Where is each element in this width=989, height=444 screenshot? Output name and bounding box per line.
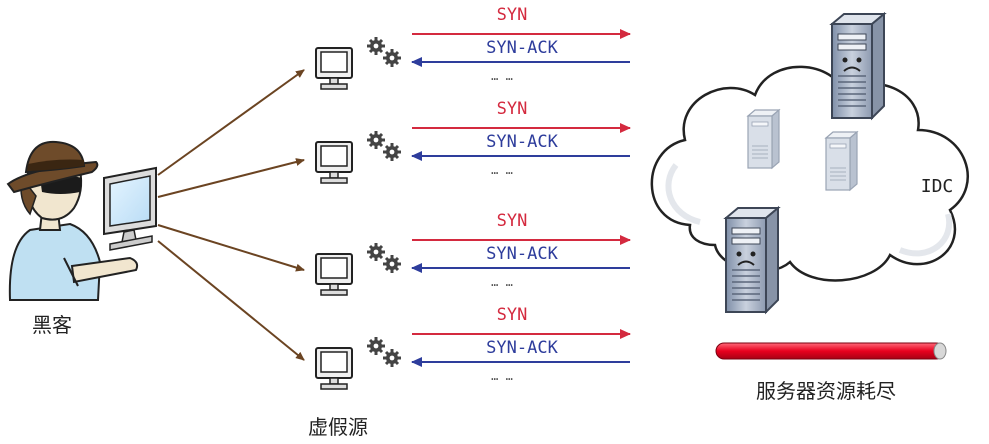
syn-label: SYN — [497, 211, 528, 231]
handshake-row: SYN SYN-ACK … … — [315, 211, 631, 296]
syn-label: SYN — [497, 5, 528, 25]
synack-label: SYN-ACK — [486, 338, 558, 358]
syn-label: SYN — [497, 305, 528, 325]
server-tower-icon — [825, 131, 858, 191]
resource-exhausted-bar — [715, 342, 947, 360]
attack-arrow-3 — [157, 224, 305, 272]
handshake-row: SYN SYN-ACK … … — [315, 99, 631, 184]
gear-icon — [365, 241, 403, 275]
server-tower-icon — [831, 13, 885, 119]
attack-arrows — [157, 69, 305, 361]
server-tower-icon — [725, 207, 779, 313]
hacker-label: 黑客 — [32, 313, 72, 337]
attack-arrow-1 — [157, 69, 305, 176]
fake-source-monitor-icon — [315, 347, 353, 390]
gear-icon — [365, 35, 403, 69]
synack-label: SYN-ACK — [486, 244, 558, 264]
more-packets-label: … … — [491, 369, 513, 383]
server-tower-icon — [747, 109, 780, 169]
fake-source-monitor-icon — [315, 141, 353, 184]
more-packets-label: … … — [491, 275, 513, 289]
synack-label: SYN-ACK — [486, 132, 558, 152]
monitor-icon — [103, 166, 157, 251]
datacenter-label: IDC — [921, 176, 954, 197]
handshake-row: SYN SYN-ACK … … — [315, 5, 631, 90]
gear-icon — [365, 335, 403, 369]
attack-arrow-4 — [157, 240, 305, 361]
syn-label: SYN — [497, 99, 528, 119]
fake-source-monitor-icon — [315, 47, 353, 90]
fake-sources-label: 虚假源 — [308, 415, 368, 439]
synack-label: SYN-ACK — [486, 38, 558, 58]
attack-arrow-2 — [157, 158, 305, 198]
more-packets-label: … … — [491, 69, 513, 83]
hacker-figure-icon — [6, 140, 139, 301]
handshake-row: SYN SYN-ACK … … — [315, 305, 631, 390]
cloud-icon — [650, 65, 969, 282]
fake-source-monitor-icon — [315, 253, 353, 296]
exhaustion-label: 服务器资源耗尽 — [756, 379, 896, 403]
gear-icon — [365, 129, 403, 163]
more-packets-label: … … — [491, 163, 513, 177]
